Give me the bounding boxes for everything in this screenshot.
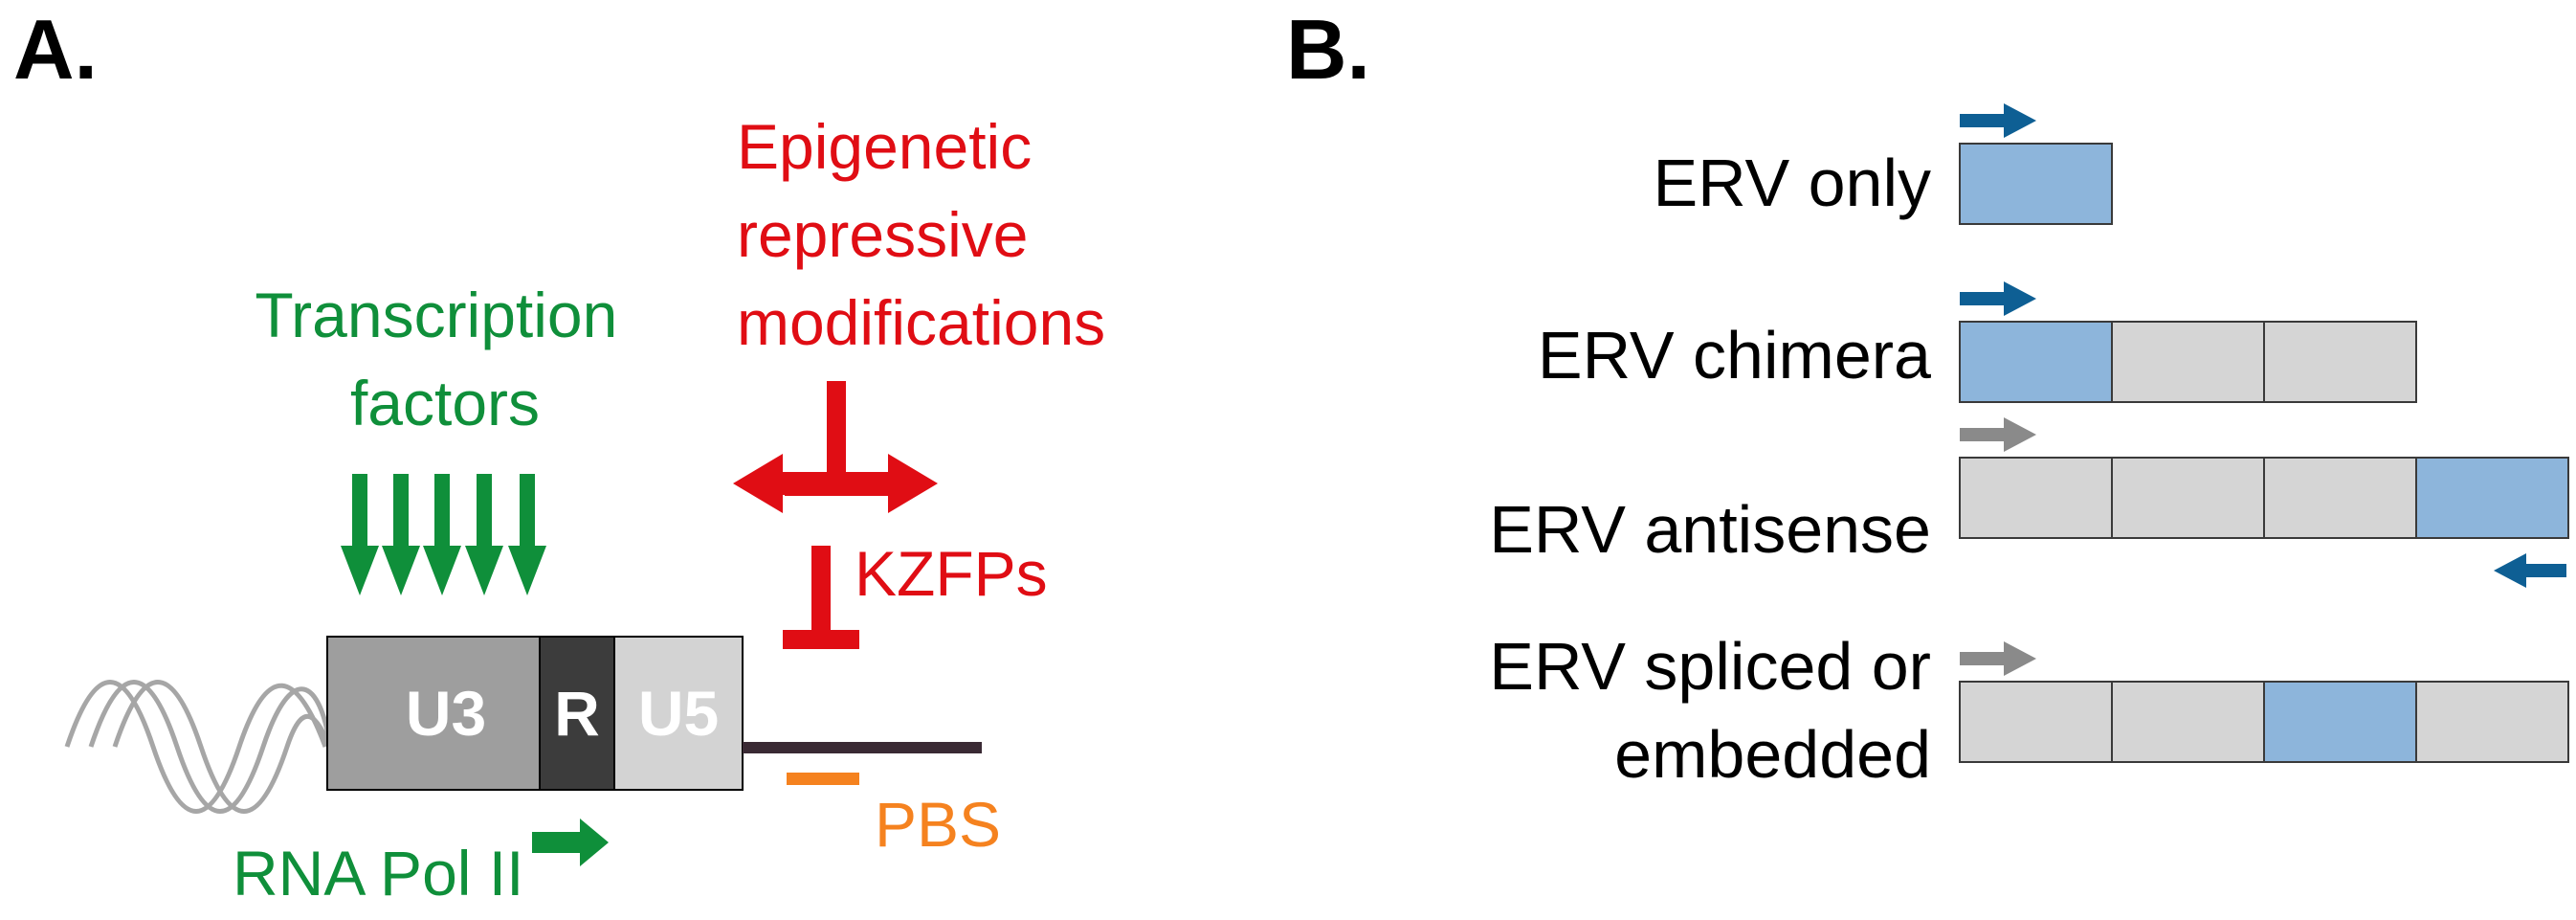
forward-primer-arrow-icon [1960, 281, 2036, 316]
transcript-row-label-line: ERV only [1653, 146, 1931, 220]
kzfp-repression-bar [783, 630, 859, 649]
transcript-row-label-line: ERV antisense [1489, 492, 1931, 567]
host-segment [2111, 321, 2265, 403]
transcript-row-label: ERV only [1653, 146, 1931, 220]
panel-b-label: B. [1286, 2, 1370, 97]
dna-wave-strand-3 [112, 680, 333, 814]
transcript-row-label-line: embedded [1614, 717, 1931, 792]
transcript-row-label-line: ERV chimera [1538, 318, 1931, 393]
forward-primer-arrow-icon [1960, 417, 2036, 452]
host-segment [1959, 681, 2113, 763]
u5-box [613, 636, 744, 791]
transcription-direction-arrow-icon [532, 819, 609, 866]
transcription-factor-arrows [341, 474, 546, 595]
transcript-row: ERV spliced or embedded [1489, 629, 2569, 792]
host-segment [2111, 681, 2265, 763]
tf-binding-arrow-icon [382, 474, 420, 595]
transcript-row: ERV chimera [1538, 281, 2417, 403]
pbs-label: PBS [875, 789, 1001, 860]
tf-binding-arrow-icon [465, 474, 503, 595]
host-segment [2111, 457, 2265, 539]
panel-a-label: A. [13, 2, 98, 97]
dna-wave-strand-2 [88, 680, 333, 814]
kzfp-repression-symbol [783, 546, 859, 649]
kzfps-label: KZFPs [855, 538, 1048, 609]
pbs-mark [787, 773, 859, 785]
erv-segment [1959, 321, 2113, 403]
erv-segment [2415, 457, 2569, 539]
transcript-row-label: ERV chimera [1538, 318, 1931, 393]
epigenetic-line-2: repressive [737, 199, 1028, 270]
forward-primer-arrow-icon [1960, 103, 2036, 138]
transcription-factors-line-1: Transcription [255, 280, 617, 350]
tf-binding-arrow-icon [508, 474, 546, 595]
host-segment [2263, 457, 2417, 539]
panel-a: A. Transcription factors Epigenetic repr… [13, 2, 1105, 909]
epigenetic-line-3: modifications [737, 287, 1105, 358]
downstream-sequence-line [743, 742, 982, 753]
rna-pol-ii-label: RNA Pol II [233, 838, 523, 909]
transcript-row: ERV only [1653, 103, 2113, 225]
epigenetic-label: Epigenetic repressive modifications [737, 111, 1105, 358]
transcription-factors-line-2: factors [350, 368, 540, 438]
forward-primer-arrow-icon [1960, 641, 2036, 676]
dna-wave [64, 680, 333, 814]
transcript-row: ERV antisense [1489, 417, 2569, 588]
host-segment [2415, 681, 2569, 763]
epigenetic-line-1: Epigenetic [737, 111, 1032, 182]
transcript-row-label: ERV antisense [1489, 492, 1931, 567]
transcription-factors-label: Transcription factors [255, 280, 634, 438]
transcript-row-label: ERV spliced or embedded [1489, 629, 1931, 792]
u5-label: U5 [638, 678, 719, 749]
host-segment [2263, 321, 2417, 403]
transcript-row-label-line: ERV spliced or [1489, 629, 1931, 704]
spreading-double-arrow-icon [733, 454, 938, 513]
tf-binding-arrow-icon [341, 474, 379, 595]
r-box [539, 636, 615, 791]
epigenetic-repression-stem [827, 381, 846, 496]
antisense-arrow-icon [2494, 553, 2566, 588]
dna-wave-strand-1 [64, 680, 328, 814]
erv-segment [1959, 143, 2113, 225]
u3-box [326, 636, 541, 791]
tf-binding-arrow-icon [423, 474, 461, 595]
kzfp-repression-stem [811, 546, 831, 649]
epigenetic-repression-symbol [733, 381, 938, 513]
r-label: R [554, 678, 600, 749]
u3-label: U3 [406, 678, 486, 749]
erv-segment [2263, 681, 2417, 763]
host-segment [1959, 457, 2113, 539]
